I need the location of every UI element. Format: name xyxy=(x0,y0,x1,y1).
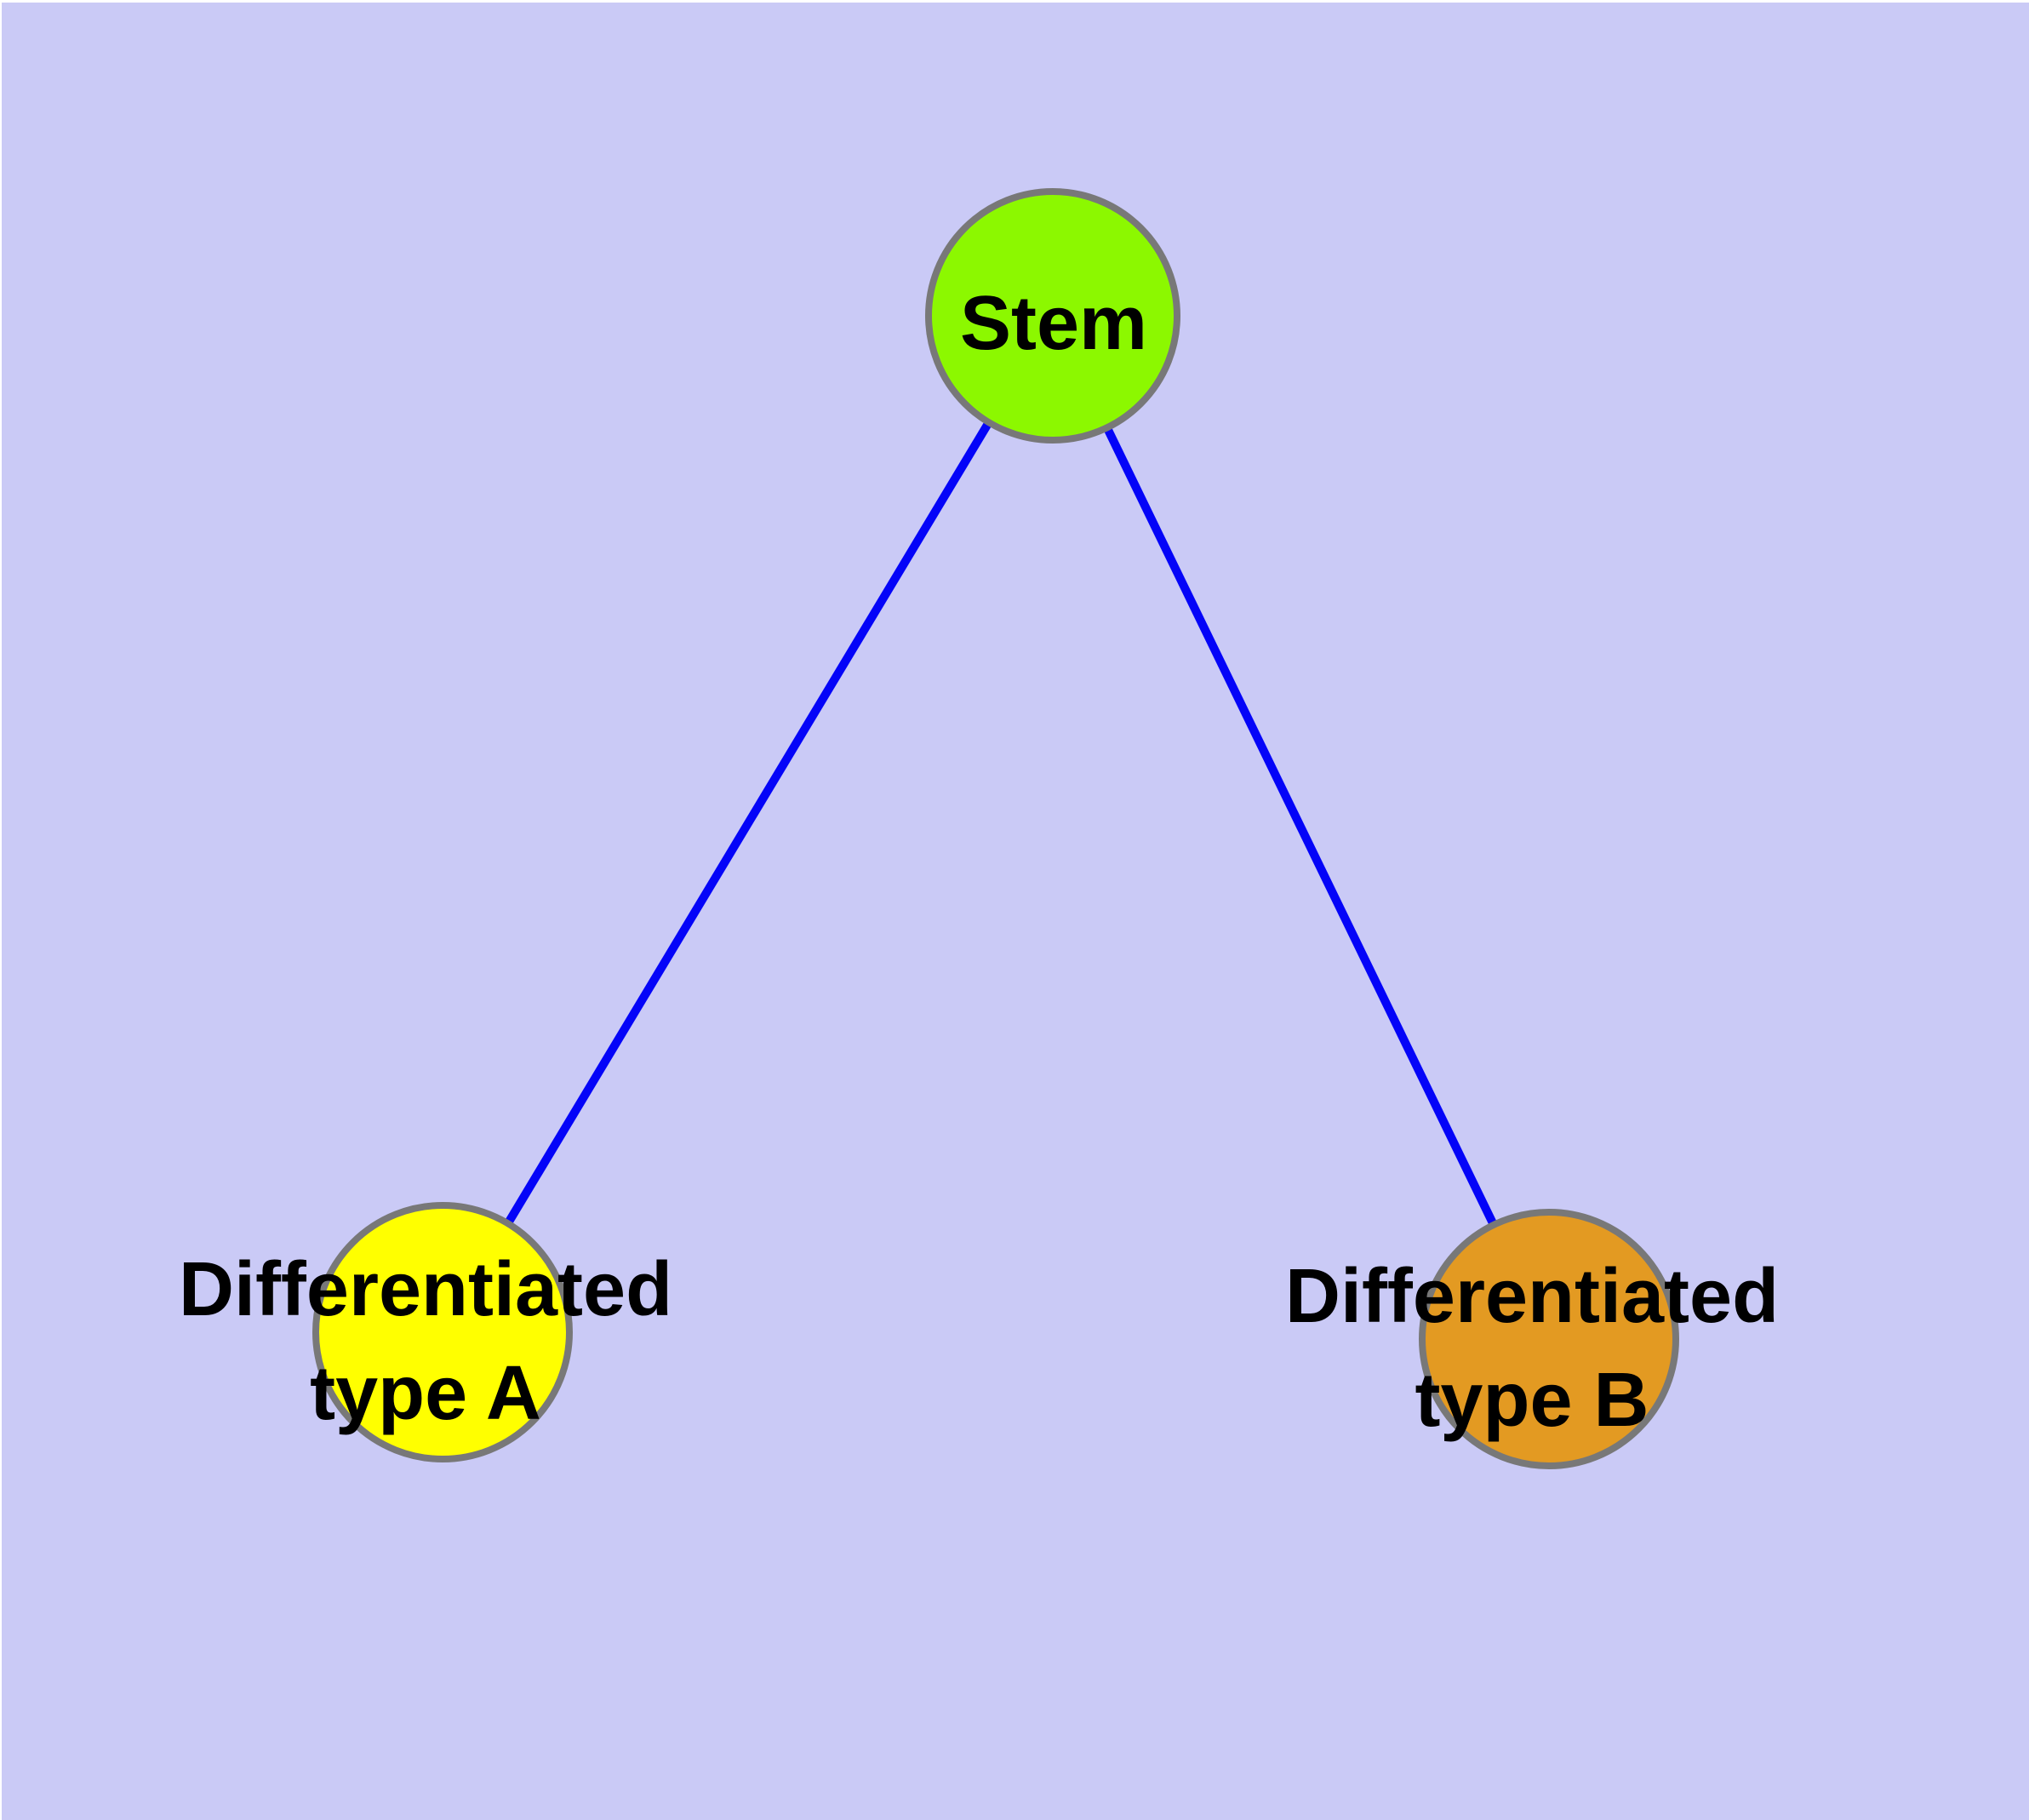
node-stem-label: Stem xyxy=(959,281,1148,366)
node-type-b-label: Differentiated type B xyxy=(1285,1245,1779,1452)
label-line-1: Differentiated xyxy=(178,1247,673,1332)
edge-stem-to-type-a xyxy=(438,313,1057,1335)
graph-svg xyxy=(312,188,1679,1469)
label-line-2: type B xyxy=(1415,1358,1649,1443)
node-type-b-circle xyxy=(1419,1209,1679,1469)
node-stem-circle xyxy=(925,188,1180,444)
edge-stem-to-type-b xyxy=(1049,313,1553,1342)
label-line-1: Differentiated xyxy=(1284,1254,1780,1339)
node-type-a-label: Differentiated type A xyxy=(179,1238,672,1445)
node-type-a-circle xyxy=(312,1202,573,1462)
diagram-canvas: Stem Differentiated type A Differentiate… xyxy=(2,3,2029,1820)
label-line-2: type A xyxy=(310,1351,541,1436)
